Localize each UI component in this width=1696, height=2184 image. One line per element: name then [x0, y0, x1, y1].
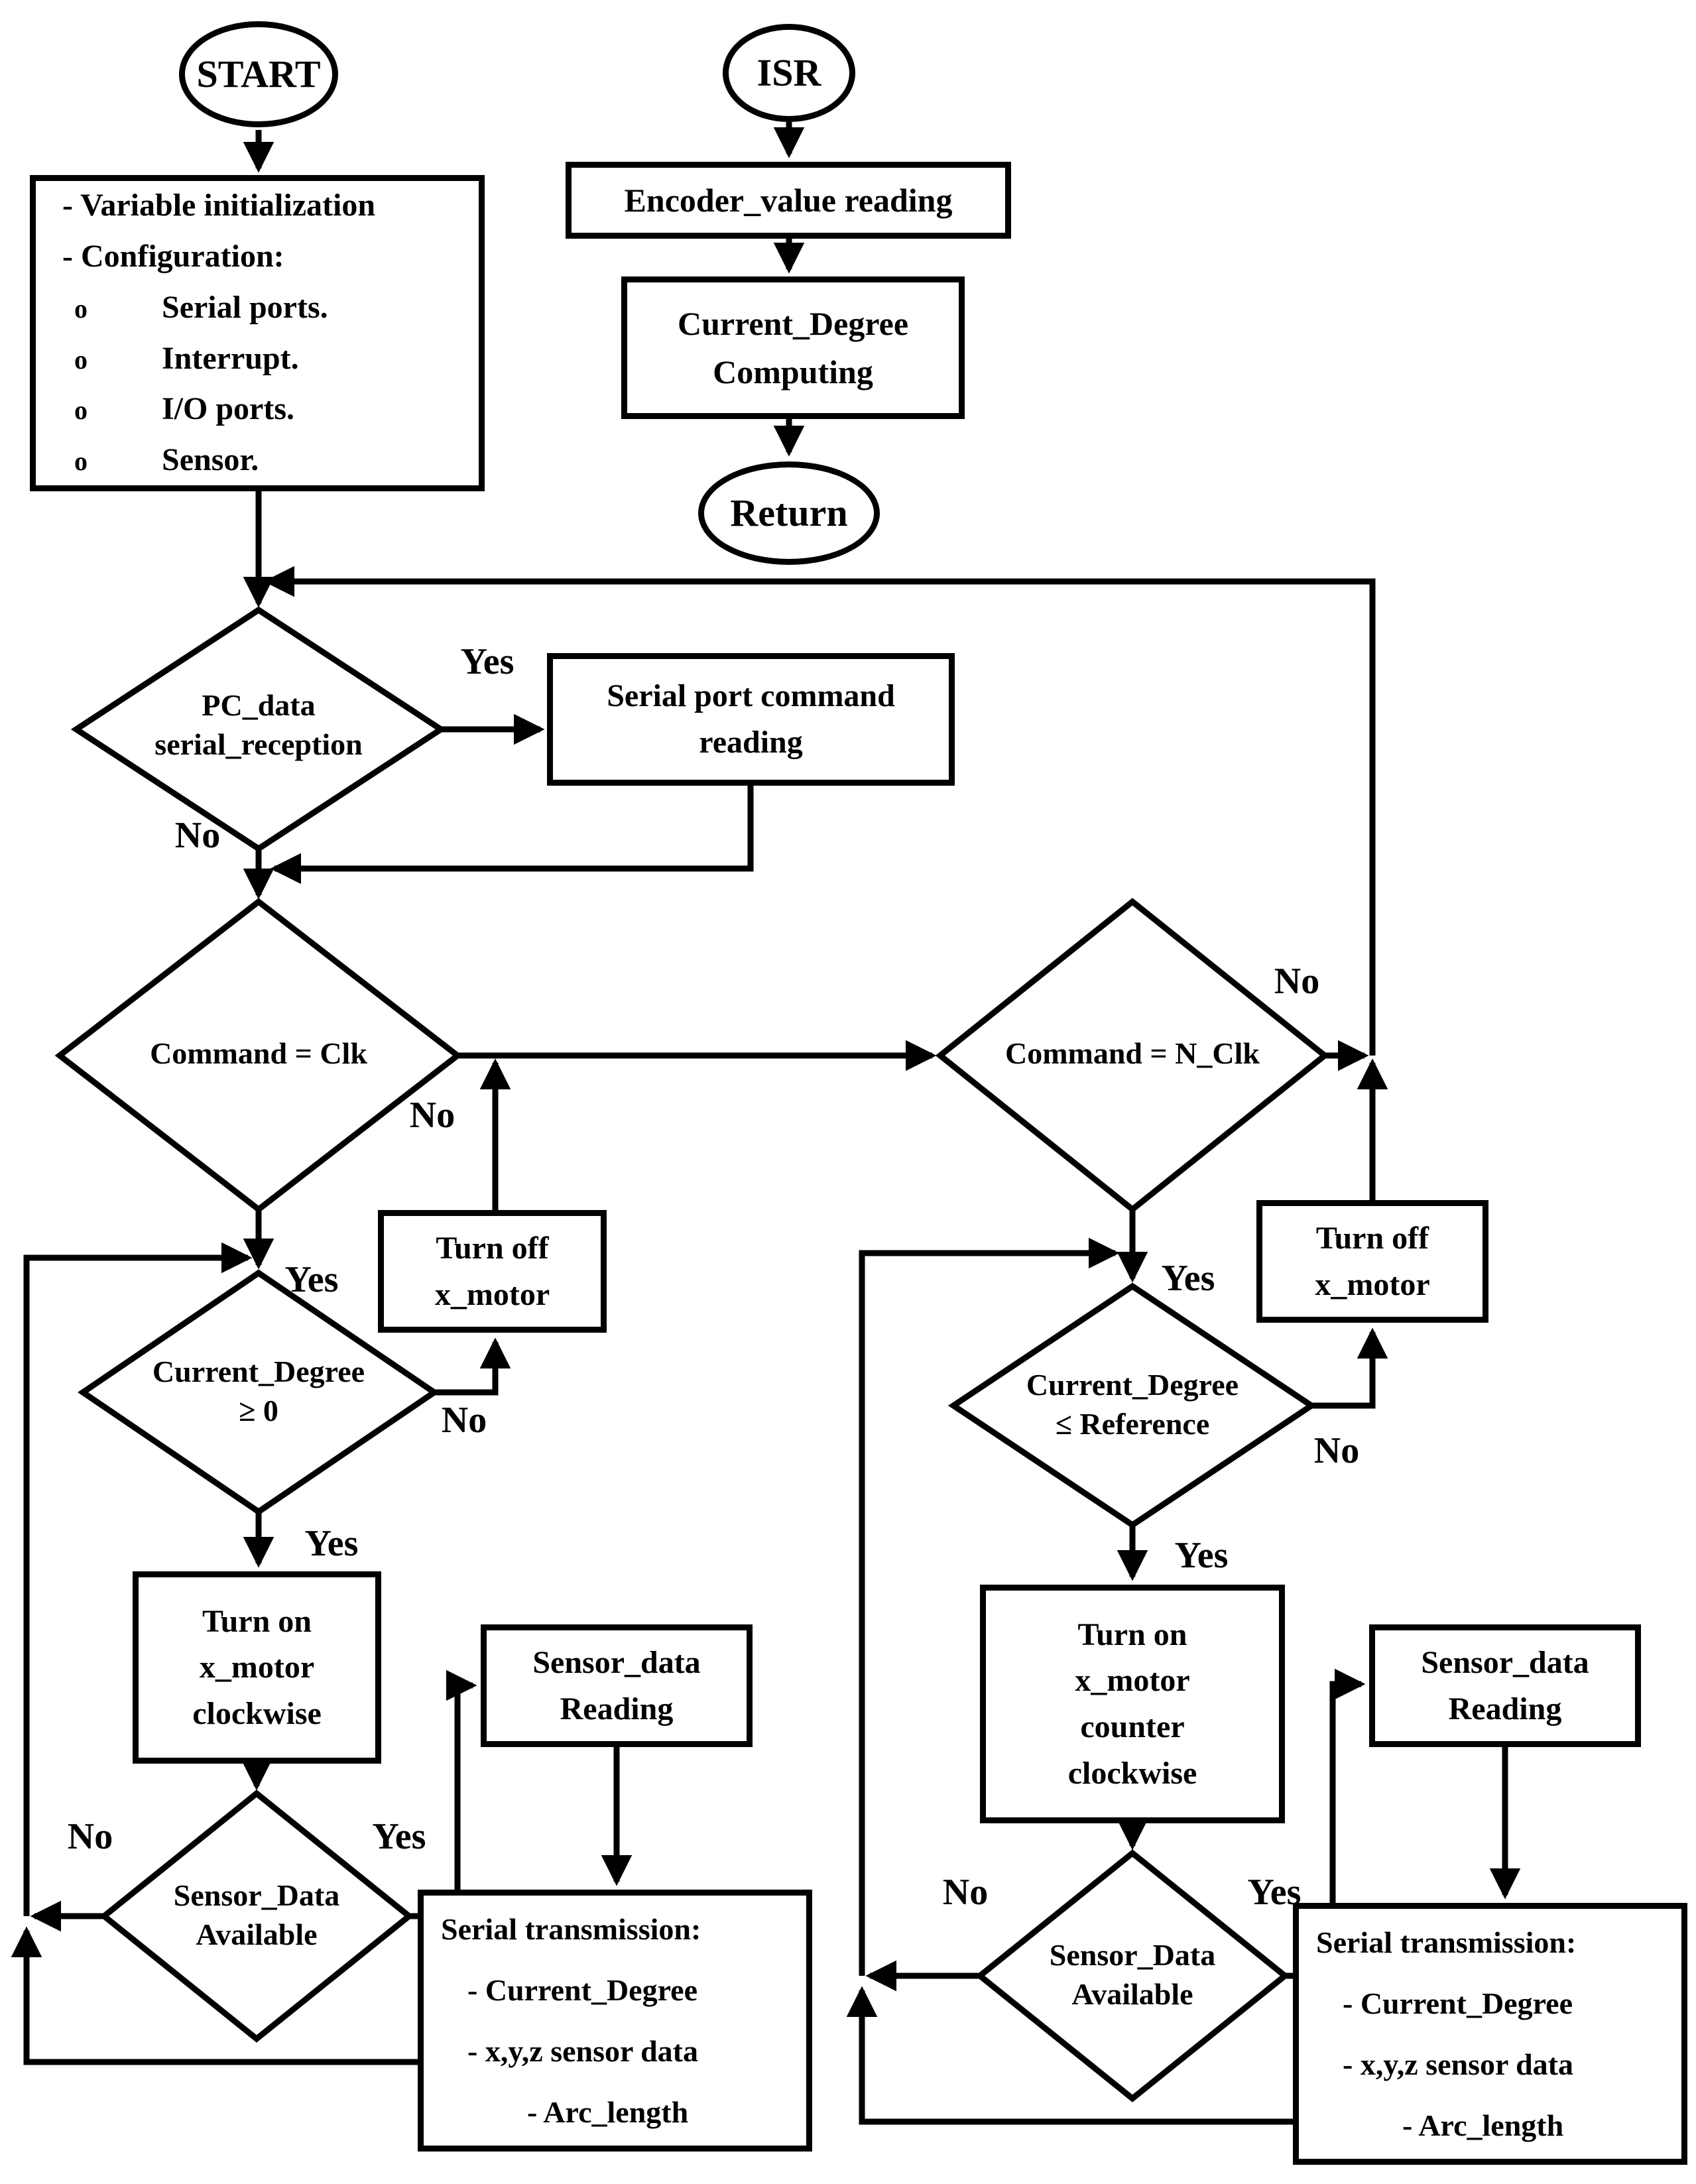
init-bullet-sensor-label: Sensor. — [162, 442, 259, 478]
turn-on-ccw-line1: Turn on — [1077, 1616, 1187, 1652]
serial-transmission-left-box: Serial transmission: - Current_Degree - … — [418, 1890, 812, 2152]
degree-computing-line2: Computing — [713, 353, 873, 391]
init-bullet-interrupt-label: Interrupt. — [162, 340, 299, 376]
sensor-read-left-line1: Sensor_data — [532, 1644, 701, 1680]
serial-transmission-right-box: Serial transmission: - Current_Degree - … — [1293, 1903, 1687, 2165]
serial-command-line1: Serial port command — [607, 678, 895, 714]
sensor-data-reading-right-box: Sensor_data Reading — [1369, 1624, 1641, 1747]
turn-on-cw-line3: clockwise — [192, 1695, 322, 1731]
edge-serialtransR-feedback — [846, 1986, 1293, 2125]
sensor-decision-left-diamond — [99, 1790, 414, 2043]
init-bullet-serial-ports: o Serial ports. — [62, 282, 465, 334]
edge-top-feedback — [263, 566, 1376, 1056]
turn-on-ccw-line4: clockwise — [1067, 1755, 1197, 1791]
encoder-reading-label: Encoder_value reading — [624, 181, 953, 219]
init-bullet-interrupt: o Interrupt. — [62, 334, 465, 385]
turn-on-cw-line2: x_motor — [199, 1650, 315, 1685]
turn-on-cw-line1: Turn on — [202, 1603, 312, 1639]
sensor-read-right-line1: Sensor_data — [1421, 1644, 1589, 1680]
init-bullet-serial-ports-label: Serial ports. — [162, 289, 328, 325]
return-terminal: Return — [698, 461, 880, 565]
serial-trans-right-item2: - x,y,z sensor data — [1343, 2047, 1573, 2081]
edge-right-rail-feedback — [859, 1237, 1120, 1976]
encoder-reading-box: Encoder_value reading — [566, 162, 1011, 239]
init-bullet-io-ports-label: I/O ports. — [162, 391, 295, 427]
serial-trans-left-title: Serial transmission: — [441, 1911, 701, 1946]
degree-computing-line1: Current_Degree — [677, 305, 909, 342]
degree-decision-left-diamond — [77, 1269, 440, 1516]
start-terminal: START — [179, 21, 338, 127]
serial-trans-left-item2: - x,y,z sensor data — [467, 2033, 698, 2068]
edge-sensorL-yes — [409, 1669, 477, 1919]
turn-off-right-line2: x_motor — [1315, 1266, 1430, 1302]
bullet-circle-icon: o — [74, 446, 88, 477]
isr-terminal: ISR — [723, 24, 855, 122]
bullet-circle-icon: o — [74, 293, 88, 324]
pc-decision-diamond — [70, 606, 447, 853]
sensor-read-left-line2: Reading — [560, 1691, 674, 1727]
edge-serial-cmd-return — [270, 786, 754, 884]
serial-trans-right-title: Serial transmission: — [1316, 1925, 1577, 1959]
degree-computing-box: Current_Degree Computing — [621, 276, 965, 419]
init-line-variable: - Variable initialization — [62, 188, 376, 223]
edge-serialtransL-feedback — [11, 1926, 418, 2065]
serial-trans-left-item1: - Current_Degree — [467, 1972, 697, 2007]
serial-trans-right-item3: - Arc_length — [1402, 2108, 1564, 2142]
nclk-decision-diamond — [935, 898, 1330, 1213]
turn-off-right-line1: Turn off — [1315, 1220, 1429, 1256]
turn-on-ccw-line2: x_motor — [1075, 1663, 1190, 1699]
bullet-circle-icon: o — [74, 344, 88, 375]
edge-left-rail-feedback — [23, 1242, 253, 1916]
serial-trans-right-item1: - Current_Degree — [1343, 1986, 1573, 2020]
start-label: START — [196, 52, 321, 95]
turn-on-counter-clockwise-box: Turn on x_motor counter clockwise — [980, 1585, 1285, 1823]
init-bullet-sensor: o Sensor. — [62, 435, 465, 486]
turn-off-left-line1: Turn off — [436, 1230, 549, 1266]
sensor-read-right-line2: Reading — [1448, 1691, 1562, 1727]
bullet-circle-icon: o — [74, 395, 88, 426]
sensor-data-reading-left-box: Sensor_data Reading — [481, 1624, 753, 1747]
serial-command-reading-box: Serial port command reading — [547, 653, 955, 786]
serial-trans-left-item3: - Arc_length — [527, 2094, 689, 2129]
initialization-box: - Variable initialization - Configuratio… — [30, 175, 485, 491]
init-bullet-io-ports: o I/O ports. — [62, 384, 465, 435]
edge-degreeL-no — [434, 1337, 511, 1396]
sensor-decision-right-diamond — [975, 1849, 1290, 2102]
return-label: Return — [730, 491, 848, 534]
turn-off-left-line2: x_motor — [434, 1276, 550, 1312]
degree-decision-right-diamond — [947, 1282, 1317, 1529]
serial-command-line2: reading — [699, 725, 803, 760]
edge-degreeR-no — [1311, 1327, 1388, 1409]
turn-off-left-box: Turn off x_motor — [378, 1210, 607, 1333]
isr-label: ISR — [757, 50, 821, 94]
clk-decision-diamond — [54, 898, 463, 1213]
init-line-configuration: - Configuration: — [62, 238, 284, 274]
turn-on-ccw-line3: counter — [1080, 1709, 1185, 1744]
turn-off-right-box: Turn off x_motor — [1256, 1200, 1488, 1323]
turn-on-clockwise-box: Turn on x_motor clockwise — [133, 1571, 381, 1764]
